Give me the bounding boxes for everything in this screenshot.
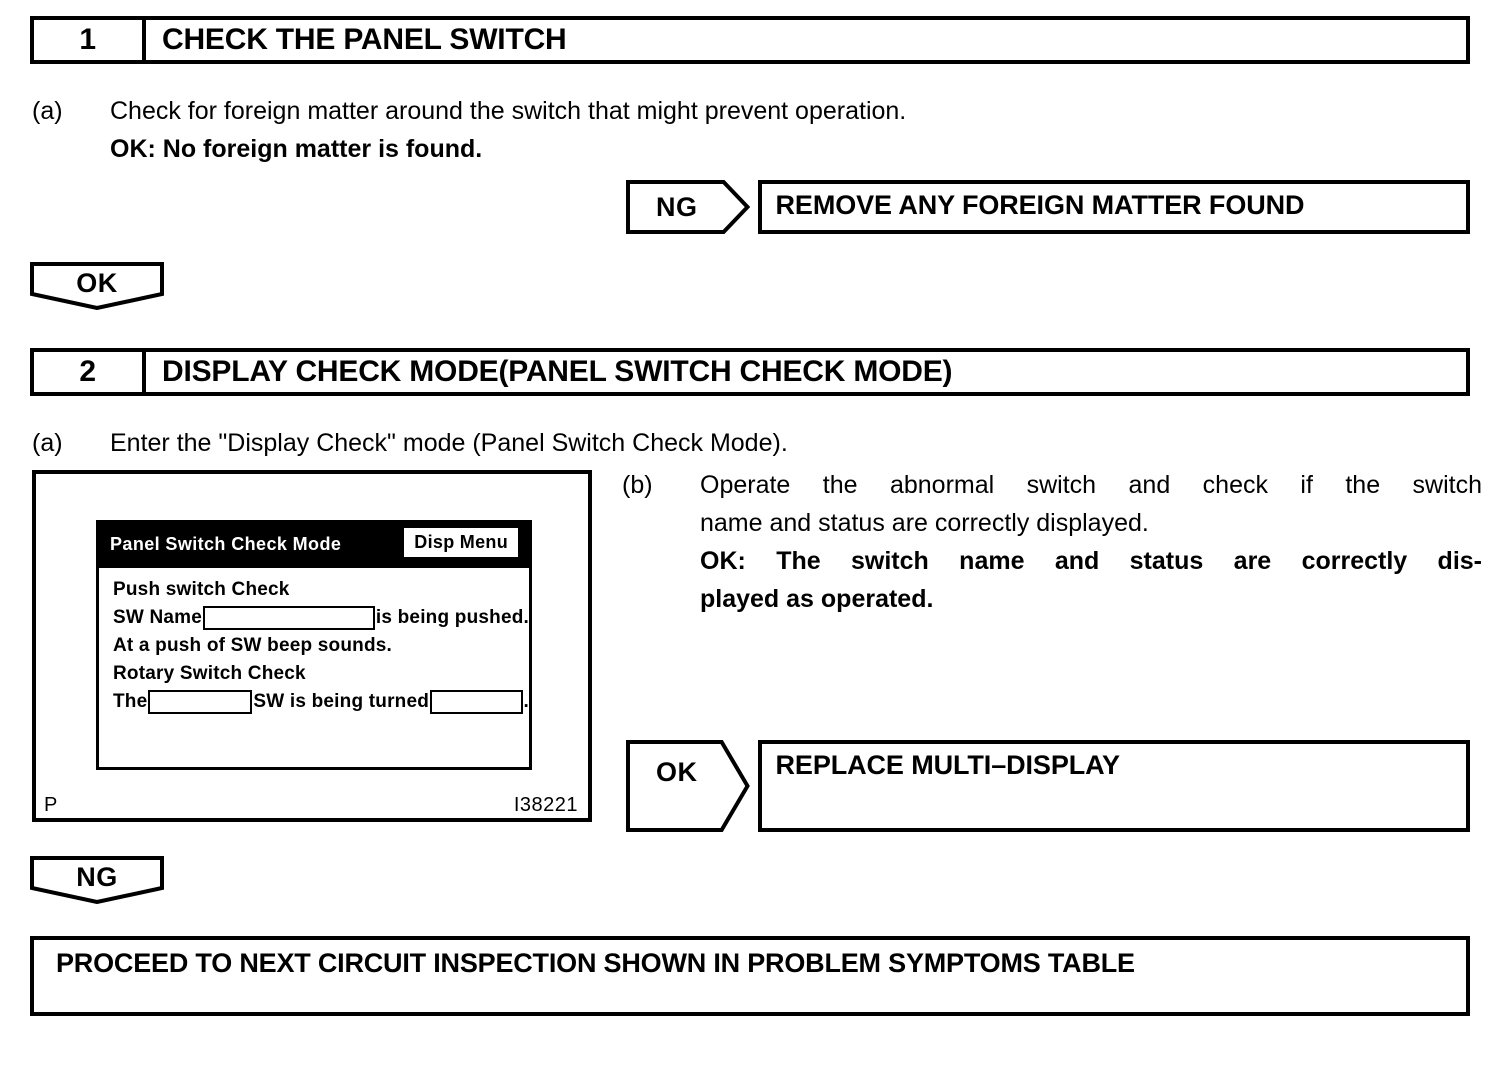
beep-note: At a push of SW beep sounds. [113, 635, 392, 656]
step2-item-b-line1: Operate the abnormal switch and check if… [700, 471, 1482, 499]
step-header-2: 2 DISPLAY CHECK MODE(PANEL SWITCH CHECK … [30, 348, 1470, 396]
arrow-tag-icon [626, 180, 750, 234]
step-number-1: 1 [34, 20, 146, 60]
final-action-box: PROCEED TO NEXT CIRCUIT INSPECTION SHOWN… [30, 936, 1470, 1016]
step1-ng-result-row: NG REMOVE ANY FOREIGN MATTER FOUND [626, 180, 1470, 234]
sw-name-suffix: is being pushed. [375, 607, 529, 628]
step2-item-b-ok-criteria-line2: played as operated. [700, 585, 934, 613]
step1-item-a-line1: Check for foreign matter around the swit… [110, 97, 907, 125]
step1-item-a-ok-criteria: OK: No foreign matter is found. [110, 135, 483, 163]
step2-ok-result-row: OK REPLACE MULTI–DISPLAY [626, 740, 1470, 832]
screen-title: Panel Switch Check Mode [110, 533, 342, 554]
step2-ok-tag-label: OK [656, 756, 698, 787]
rotary-prefix: The [113, 691, 148, 712]
step2-ok-tag: OK [626, 740, 750, 832]
sw-name-label: SW Name [113, 607, 203, 628]
rotary-suffix: . [523, 691, 529, 712]
step1-ng-action-box: REMOVE ANY FOREIGN MATTER FOUND [757, 180, 1470, 234]
step-number-2: 2 [34, 352, 146, 392]
step2-item-b-line2: name and status are correctly displayed. [700, 509, 1149, 537]
rotary-middle: SW is being turned [253, 691, 430, 712]
step1-ng-tag-label: NG [656, 191, 698, 222]
step2-item-b: (b) Operate the abnormal switch and chec… [622, 466, 1482, 618]
step1-item-a: (a) Check for foreign matter around the … [32, 92, 1232, 168]
step2-ng-banner: NG [30, 856, 164, 904]
rotary-switch-field[interactable] [148, 690, 253, 714]
step1-ok-banner-label: OK [76, 268, 118, 298]
step2-item-a: (a) Enter the "Display Check" mode (Pane… [32, 424, 1032, 462]
rotary-direction-field[interactable] [430, 690, 523, 714]
step1-ng-tag: NG [626, 180, 750, 234]
rotary-switch-check-heading: Rotary Switch Check [113, 663, 306, 684]
step1-item-a-body: Check for foreign matter around the swit… [110, 92, 906, 168]
step2-item-a-line1: Enter the "Display Check" mode (Panel Sw… [110, 429, 788, 457]
sw-name-row: SW Name is being pushed. [113, 604, 529, 632]
multi-display-screen: Panel Switch Check Mode Disp Menu Push s… [96, 520, 532, 770]
step-title-2: DISPLAY CHECK MODE(PANEL SWITCH CHECK MO… [162, 355, 953, 388]
sw-name-field[interactable] [203, 606, 375, 630]
step2-item-b-body: Operate the abnormal switch and check if… [700, 466, 1482, 618]
step2-item-a-marker: (a) [32, 429, 63, 457]
disp-menu-button[interactable]: Disp Menu [404, 528, 518, 557]
screen-header-bar: Panel Switch Check Mode Disp Menu [96, 520, 532, 568]
banner-down-icon [30, 856, 164, 904]
illustration-frame: Panel Switch Check Mode Disp Menu Push s… [32, 470, 592, 822]
illustration-caption-left: P [44, 794, 58, 816]
step1-ok-banner: OK [30, 262, 164, 310]
step2-ok-action-box: REPLACE MULTI–DISPLAY [757, 740, 1470, 832]
step-title-1: CHECK THE PANEL SWITCH [162, 23, 567, 56]
step2-item-a-body: Enter the "Display Check" mode (Panel Sw… [110, 424, 788, 462]
step1-item-a-marker: (a) [32, 97, 63, 125]
step2-item-b-marker: (b) [622, 471, 653, 499]
step-header-1: 1 CHECK THE PANEL SWITCH [30, 16, 1470, 64]
screen-body: Push switch Check SW Name is being pushe… [96, 568, 532, 770]
step2-ng-banner-label: NG [76, 862, 118, 892]
step2-item-b-ok-criteria-line1: OK: The switch name and status are corre… [700, 547, 1482, 575]
arrow-tag-icon [626, 740, 750, 832]
banner-down-icon [30, 262, 164, 310]
rotary-row: The SW is being turned . [113, 688, 529, 716]
illustration-reference-code: I38221 [513, 794, 578, 816]
push-switch-check-heading: Push switch Check [113, 579, 290, 600]
